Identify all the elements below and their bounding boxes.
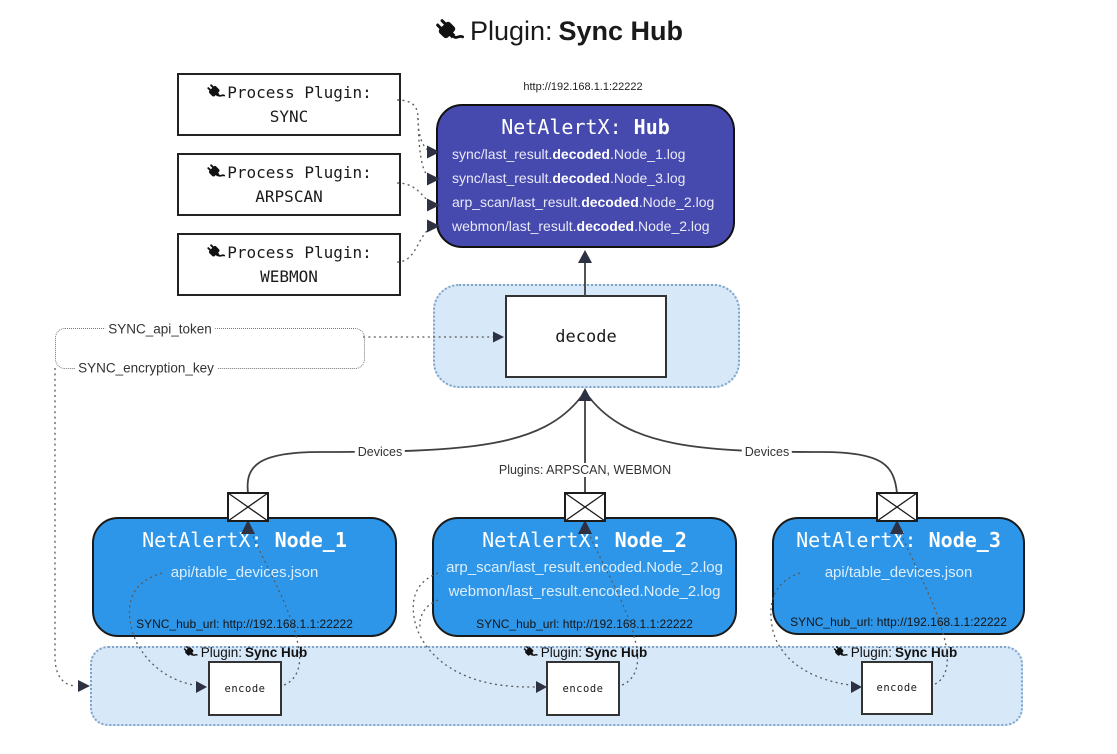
process-plugin-name: SYNC [269,106,309,126]
process-plugin-heading: Process Plugin: [227,83,372,103]
page-title: Plugin: Sync Hub [0,16,1117,47]
sync-encryption-key-label: SYNC_encryption_key [75,360,217,376]
webmon-plugin-link [396,227,431,263]
encode-label: encode [562,682,604,695]
encode-plugin-name: Sync Hub [245,645,308,660]
decode-label: decode [555,326,617,347]
decode-box: decode [505,295,667,378]
encode-box-2: encode [546,661,620,716]
plug-icon [434,17,464,47]
encode-box-3: encode [861,661,933,715]
node-1-box: NetAlertX: Node_1 api/table_devices.json… [92,517,397,637]
encryption-key-to-encode-link [54,368,77,687]
log-pre: webmon/last_result. [452,218,577,235]
hub-log-row: sync/last_result.decoded.Node_3.log [452,170,733,187]
log-bold: decoded [576,218,635,235]
log-post: .Node_2.log [638,194,715,211]
plugins-edge-label: Plugins: ARPSCAN, WEBMON [495,463,675,477]
hub-title-name: Hub [633,115,670,139]
devices-left-label: Devices [354,445,406,459]
hub-title: NetAlertX: Hub [438,115,733,139]
log-pre: sync/last_result. [452,170,553,187]
node-file-row: arp_scan/last_result.encoded.Node_2.log [446,559,723,576]
encode-label: encode [224,682,266,695]
sync-api-token-label: SYNC_api_token [105,321,215,337]
node1-devices-line [246,396,582,494]
encode-plugin-label: Plugin: Sync Hub [183,645,308,660]
log-bold: decoded [552,146,610,162]
hub-url-label: http://192.168.1.1:22222 [523,81,643,93]
node-title-prefix: NetAlertX: [142,528,263,552]
sync-plugin-link [417,117,432,153]
encode-plugin-prefix: Plugin: [850,645,893,660]
encode-plugin-name: Sync Hub [895,645,958,660]
node-hub-url: SYNC_hub_url: http://192.168.1.1:22222 [790,615,1007,629]
plug-icon [833,645,848,660]
node-title: NetAlertX: Node_1 [94,528,395,552]
process-plugin-name: ARPSCAN [255,186,323,206]
encode-box-1: encode [208,661,282,716]
node-title-prefix: NetAlertX: [482,528,603,552]
node-title-name: Node_2 [614,528,687,552]
arrow-into-encode-band [78,680,90,692]
process-plugin-sync-box: Process Plugin: SYNC [177,73,401,136]
node-file-row: api/table_devices.json [824,564,973,581]
node-title-prefix: NetAlertX: [796,528,917,552]
log-post: .Node_2.log [634,218,710,235]
plug-icon [206,243,225,262]
arrow-up-into-decode-band [578,388,592,401]
process-plugin-webmon-box: Process Plugin: WEBMON [177,233,401,296]
process-plugin-heading: Process Plugin: [227,243,372,263]
process-plugin-arpscan-box: Process Plugin: ARPSCAN [177,153,401,216]
node-title: NetAlertX: Node_2 [434,528,735,552]
hub-box: NetAlertX: Hub sync/last_result.decoded.… [436,104,735,248]
hub-log-row: arp_scan/last_result.decoded.Node_2.log [452,194,733,211]
sync-plugin-link [417,117,432,180]
process-plugin-name: WEBMON [260,266,318,286]
log-pre: sync/last_result. [452,146,553,162]
encode-plugin-prefix: Plugin: [200,645,243,660]
encode-label: encode [876,682,918,694]
plug-icon [206,83,225,102]
log-bold: decoded [581,194,639,211]
encode-plugin-name: Sync Hub [585,645,648,660]
plug-icon [523,645,538,660]
node-file-row: api/table_devices.json [170,564,319,581]
hub-log-row: webmon/last_result.decoded.Node_2.log [452,218,733,235]
node-3-box: NetAlertX: Node_3 api/table_devices.json… [772,517,1025,635]
log-pre: arp_scan/last_result. [452,194,582,211]
node-hub-url: SYNC_hub_url: http://192.168.1.1:22222 [136,617,353,631]
log-post: .Node_1.log [609,146,686,162]
page-title-prefix: Plugin: [469,16,553,46]
encode-plugin-label: Plugin: Sync Hub [833,645,958,660]
devices-right-label: Devices [741,445,793,459]
node-title: NetAlertX: Node_3 [774,528,1023,552]
node-hub-url: SYNC_hub_url: http://192.168.1.1:22222 [476,617,693,631]
node-2-box: NetAlertX: Node_2 arp_scan/last_result.e… [432,517,737,637]
log-bold: decoded [552,170,610,187]
node-title-name: Node_3 [928,528,1001,552]
process-plugin-heading: Process Plugin: [227,163,372,183]
node-file-row: webmon/last_result.encoded.Node_2.log [448,583,721,600]
node-title-name: Node_1 [274,528,347,552]
encode-plugin-prefix: Plugin: [540,645,583,660]
arrow-up-into-hub [578,250,592,263]
plug-icon [183,645,198,660]
hub-log-row: sync/last_result.decoded.Node_1.log [452,146,733,163]
plug-icon [206,163,225,182]
hub-title-prefix: NetAlertX: [501,115,622,139]
encode-plugin-label: Plugin: Sync Hub [523,645,648,660]
page-title-name: Sync Hub [558,16,684,46]
arpscan-plugin-link [396,182,431,204]
log-post: .Node_3.log [609,170,686,187]
